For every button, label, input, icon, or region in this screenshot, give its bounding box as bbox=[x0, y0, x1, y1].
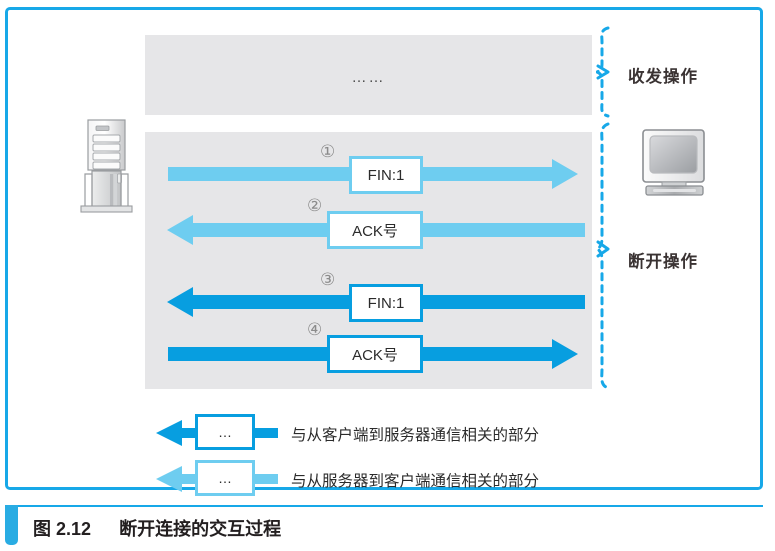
message-box-4: ACK号 bbox=[327, 335, 423, 373]
message-seq-1: ① bbox=[320, 142, 336, 162]
legend-box-2: … bbox=[195, 460, 255, 496]
legend-text-2: 与从服务器到客户端通信相关的部分 bbox=[291, 473, 540, 490]
message-box-3: FIN:1 bbox=[349, 284, 423, 322]
message-box-1: FIN:1 bbox=[349, 156, 423, 194]
message-seq-4: ④ bbox=[307, 320, 323, 340]
brace-send-receive bbox=[593, 26, 626, 118]
figure-caption: 图 2.12 断开连接的交互过程 bbox=[33, 515, 281, 541]
caption-accent-bar bbox=[5, 505, 18, 545]
message-seq-2: ② bbox=[307, 196, 323, 216]
brace-disconnect bbox=[593, 122, 626, 390]
legend-box-1: … bbox=[195, 414, 255, 450]
message-box-2: ACK号 bbox=[327, 211, 423, 249]
brace-label-disconnect: 断开操作 bbox=[628, 253, 698, 271]
panel-send-receive bbox=[145, 35, 592, 115]
message-seq-3: ③ bbox=[320, 270, 336, 290]
crt-monitor-icon bbox=[640, 128, 712, 202]
caption-rule bbox=[5, 505, 763, 507]
caption-title: 断开连接的交互过程 bbox=[119, 519, 282, 539]
caption-number: 图 2.12 bbox=[33, 519, 92, 539]
panel-top-ellipsis: …… bbox=[351, 69, 386, 86]
legend-text-1: 与从客户端到服务器通信相关的部分 bbox=[291, 427, 540, 444]
server-tower-icon bbox=[72, 118, 142, 214]
brace-label-send-receive: 收发操作 bbox=[628, 68, 698, 86]
